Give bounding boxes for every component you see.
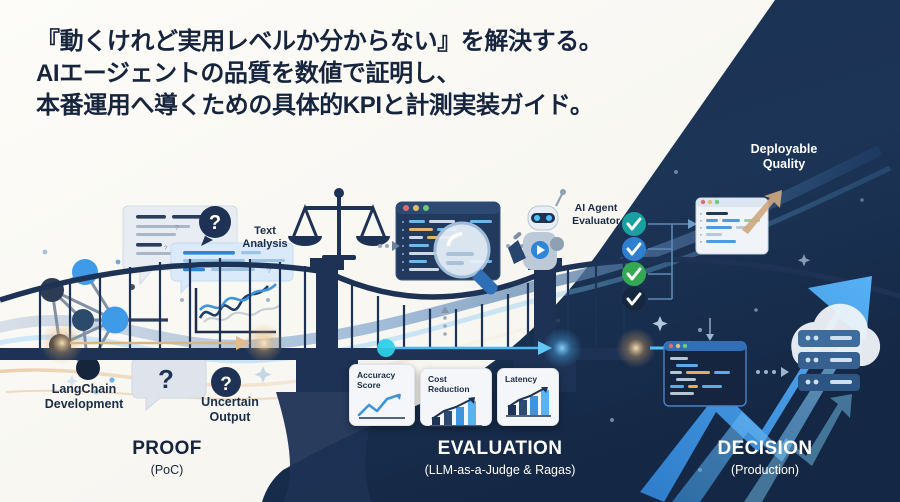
- label-uncertain-line2: Output: [209, 410, 251, 425]
- label-langchain-line1: LangChain: [51, 382, 117, 396]
- kpi-latency-title: Latency: [505, 374, 538, 384]
- bar-up-chart-icon-2: [506, 386, 551, 417]
- stage-caption-proof: PROOF (PoC): [92, 438, 242, 477]
- headline-line-1: 『動くけれど実用レベルか分からない』を解決する。: [36, 28, 603, 55]
- svg-text:?: ?: [220, 374, 232, 395]
- label-text-analysis-line2: Analysis: [242, 238, 288, 251]
- stage-subtitle-decision: (Production): [730, 463, 800, 477]
- label-ai-agent-evaluator: AI Agent Evaluator: [556, 202, 636, 228]
- stage-title-proof: PROOF: [132, 438, 202, 459]
- kpi-card-accuracy-score: Accuracy Score: [349, 364, 415, 426]
- code-window-result-icon: [695, 197, 769, 255]
- stage-caption-evaluation: EVALUATION (LLM-as-a-Judge & Ragas): [350, 438, 650, 477]
- stage-caption-decision: DECISION (Production): [640, 438, 890, 477]
- svg-text:?: ?: [164, 246, 168, 252]
- label-ai-agent-line1: AI Agent: [574, 202, 618, 214]
- sparkle-icon: [65, 366, 272, 388]
- code-editor-window-icon: [663, 318, 789, 407]
- headline-line-3: 本番運用へ導くための具体的KPIと計測実装ガイド。: [36, 92, 594, 120]
- magnifying-glass-icon: [433, 221, 498, 295]
- svg-text:?: ?: [158, 364, 174, 394]
- label-text-analysis: Text Analysis: [228, 225, 302, 252]
- stage-subtitle-proof: (PoC): [150, 463, 184, 477]
- page-title: 『動くけれど実用レベルか分からない』を解決する。 AIエージェントの品質を数値で…: [36, 26, 603, 122]
- bar-up-chart-icon: [430, 396, 482, 427]
- label-uncertain-output: Uncertain Output: [180, 395, 280, 426]
- label-deployable-quality: Deployable Quality: [728, 142, 840, 173]
- label-text-analysis-line1: Text: [254, 225, 276, 237]
- svg-text:?: ?: [175, 225, 179, 232]
- data-flow-arrows: [40, 321, 702, 368]
- kpi-card-cost-reduction: Cost Reduction: [420, 368, 492, 427]
- sparkle-field: [610, 170, 864, 472]
- check-circle-list: [622, 212, 697, 311]
- kpi-card-latency: Latency: [497, 368, 559, 426]
- kpi-cost-title: Cost Reduction: [428, 374, 470, 394]
- stage-subtitle-evaluation: (LLM-as-a-Judge & Ragas): [424, 463, 576, 477]
- svg-text:?: ?: [267, 268, 271, 275]
- stage-title-decision: DECISION: [717, 438, 813, 459]
- svg-text:?: ?: [209, 212, 221, 234]
- kpi-accuracy-title: Accuracy Score: [357, 370, 396, 390]
- arrow-up-icon: [640, 190, 872, 502]
- label-ai-agent-line2: Evaluator: [572, 214, 620, 227]
- line-up-chart-icon: [357, 393, 405, 419]
- robot-icon: [508, 189, 566, 270]
- headline-line-2: AIエージェントの品質を数値で証明し、: [36, 60, 460, 88]
- server-rack-icon: [798, 330, 860, 391]
- label-deployable-line2: Quality: [762, 157, 806, 172]
- question-mark-icon: ? ?: [65, 349, 272, 412]
- stage-title-evaluation: EVALUATION: [437, 438, 563, 459]
- label-langchain-line2: Development: [44, 397, 124, 412]
- label-langchain-development: LangChain Development: [24, 382, 144, 413]
- label-uncertain-line1: Uncertain: [201, 395, 259, 409]
- label-deployable-line1: Deployable: [750, 142, 818, 156]
- scales-of-justice-icon: [288, 188, 390, 260]
- suspension-bridge-icon: [0, 255, 900, 502]
